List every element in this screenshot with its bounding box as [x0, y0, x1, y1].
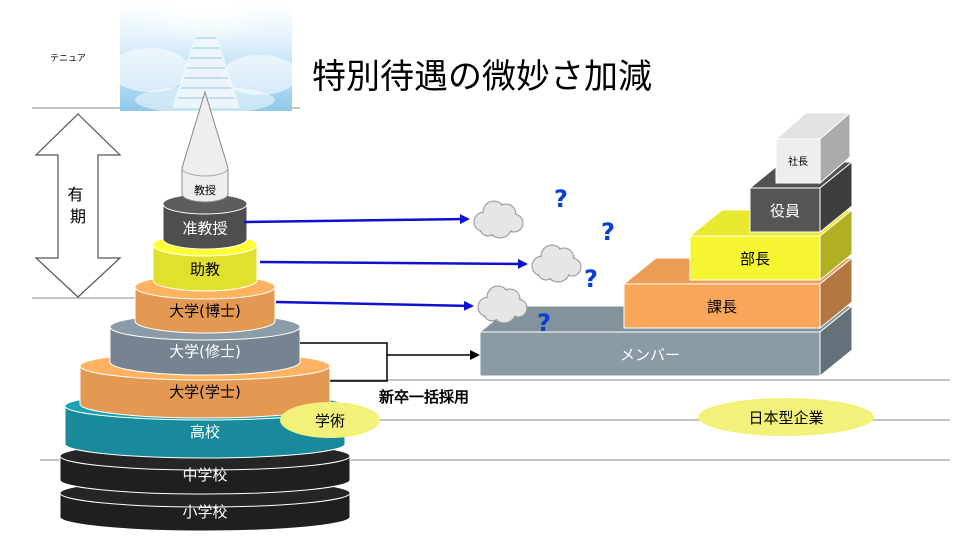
question-mark: ?	[601, 218, 615, 246]
cloud-icon	[477, 285, 528, 324]
pyramid-tier-9: 教授	[181, 90, 229, 203]
question-mark: ?	[554, 185, 568, 213]
tenure-label: テニュア	[50, 53, 86, 64]
fixed-term-label: 有 期	[67, 185, 88, 226]
transfer-arrows	[243, 214, 528, 311]
stair-step-label: 部長	[740, 250, 770, 268]
stair-step-label: 社長	[788, 155, 808, 168]
academia-pyramid: 小学校 中学校 高校 大学(学士) 大学(修士) 大学(博士) 助教 准教授 教授	[59, 90, 351, 532]
pyramid-tier-label: 高校	[190, 423, 220, 441]
academia-badge-label: 学術	[315, 412, 345, 430]
company-stairs: メンバー 課長 部長 役員 社長	[478, 111, 854, 378]
pyramid-tier-label: 教授	[194, 183, 216, 197]
pyramid-tier-label: 大学(博士)	[169, 302, 241, 320]
company-badge: 日本型企業	[698, 398, 874, 436]
academia-badge: 学術	[280, 402, 380, 438]
question-marks: ????	[537, 185, 615, 337]
stair-step-label: 役員	[770, 202, 800, 220]
pyramid-tier-label: 大学(学士)	[169, 383, 241, 401]
recruitment-label: 新卒一括採用	[379, 388, 469, 406]
stair-step-label: 課長	[707, 298, 737, 316]
page-title: 特別待遇の微妙さ加減	[312, 57, 652, 97]
stair-step-5: 社長	[774, 111, 852, 185]
clouds	[473, 200, 582, 324]
company-badge-label: 日本型企業	[748, 409, 823, 427]
pyramid-tier-label: 助教	[190, 261, 220, 279]
pyramid-tier-label: 准教授	[182, 220, 227, 238]
fixed-term-double-arrow: 有 期	[34, 113, 122, 298]
heaven-stairs-image	[110, 0, 298, 114]
pyramid-tier-label: 中学校	[182, 466, 227, 484]
question-mark: ?	[537, 309, 551, 337]
arrow-associate-professor	[243, 214, 470, 225]
cloud-icon	[531, 244, 582, 283]
pyramid-tier-label: 小学校	[182, 503, 227, 521]
arrow-assistant-professor	[259, 258, 528, 269]
stair-step-label: メンバー	[620, 346, 680, 364]
cloud-icon	[473, 200, 524, 239]
question-mark: ?	[584, 265, 598, 293]
arrow-phd	[275, 300, 474, 311]
pyramid-tier-label: 大学(修士)	[169, 343, 241, 361]
recruitment-connector	[300, 342, 480, 382]
pyramid-tier-8: 准教授	[162, 193, 248, 250]
